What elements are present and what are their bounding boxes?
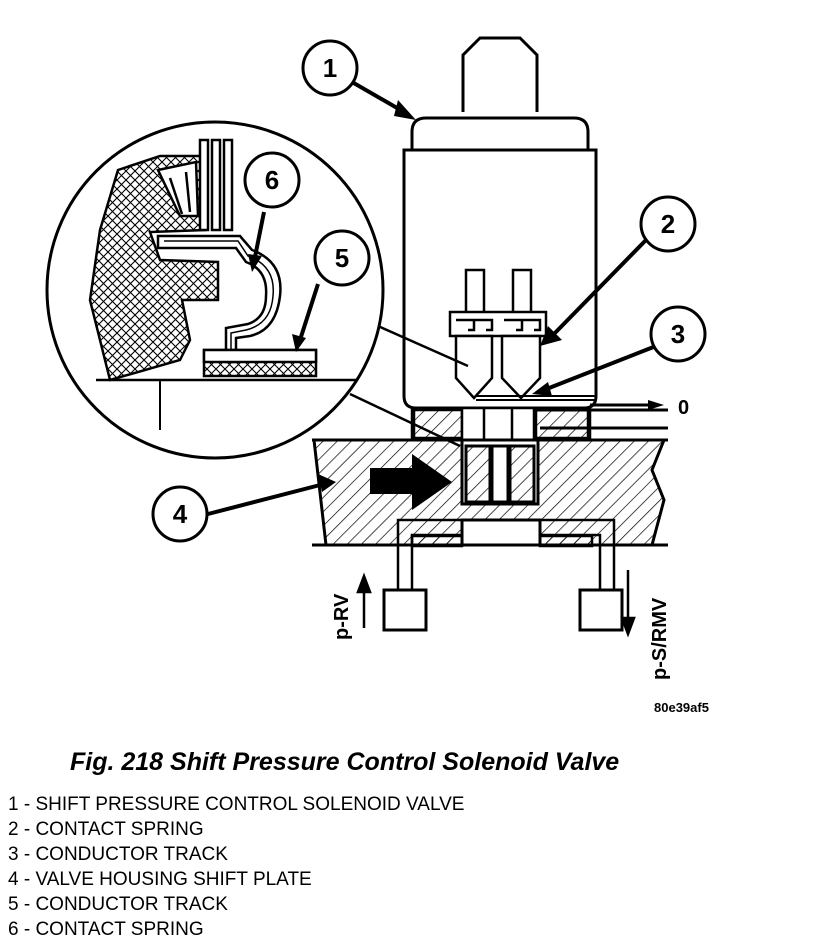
callout-2: 2 — [639, 195, 697, 253]
callout-6: 6 — [243, 151, 301, 209]
figure-caption: Fig. 218 Shift Pressure Control Solenoid… — [70, 748, 620, 776]
legend-list: 1 - SHIFT PRESSURE CONTROL SOLENOID VALV… — [8, 792, 464, 942]
callout-6-label: 6 — [265, 165, 279, 195]
port-label-right: p-S/RMV — [649, 597, 671, 680]
callout-2-label: 2 — [661, 209, 675, 239]
callout-4-label: 4 — [173, 499, 188, 529]
legend-item-6: 6 - CONTACT SPRING — [8, 919, 204, 940]
legend-item-5: 5 - CONDUCTOR TRACK — [8, 894, 228, 915]
callout-4: 4 — [151, 485, 209, 543]
port-label-left: p-RV — [331, 593, 353, 640]
solenoid-body — [402, 36, 598, 410]
conductor-track — [476, 395, 596, 401]
leader-arrowheads — [248, 100, 562, 492]
detail-connector-lines — [349, 324, 469, 448]
outlet-arrow — [648, 400, 664, 410]
contact-spring-group — [448, 310, 548, 400]
pressure-arrows — [356, 570, 636, 638]
leader-lines — [207, 80, 657, 516]
valve-seat-block — [410, 406, 592, 442]
flow-direction-arrow — [370, 454, 452, 510]
detail-view — [45, 120, 385, 460]
callout-3-label: 3 — [671, 319, 685, 349]
callout-1: 1 — [301, 39, 359, 97]
legend-item-3: 3 - CONDUCTOR TRACK — [8, 844, 228, 865]
lower-channels — [396, 518, 616, 590]
callout-5: 5 — [313, 229, 371, 287]
solenoid-valve-diagram: 1 2 3 4 5 6 0 p-RV p-S/RMV 80e39af5 — [45, 36, 709, 715]
outlet-channel — [536, 403, 668, 430]
legend-item-2: 2 - CONTACT SPRING — [8, 819, 204, 840]
callout-1-label: 1 — [323, 53, 337, 83]
contact-pins — [464, 268, 533, 318]
image-code: 80e39af5 — [654, 700, 709, 715]
callout-5-label: 5 — [335, 243, 349, 273]
callout-3: 3 — [649, 305, 707, 363]
legend-item-4: 4 - VALVE HOUSING SHIFT PLATE — [8, 869, 312, 890]
legend-item-1: 1 - SHIFT PRESSURE CONTROL SOLENOID VALV… — [8, 794, 465, 815]
outlet-label: 0 — [678, 397, 689, 419]
port-blocks — [382, 588, 624, 632]
